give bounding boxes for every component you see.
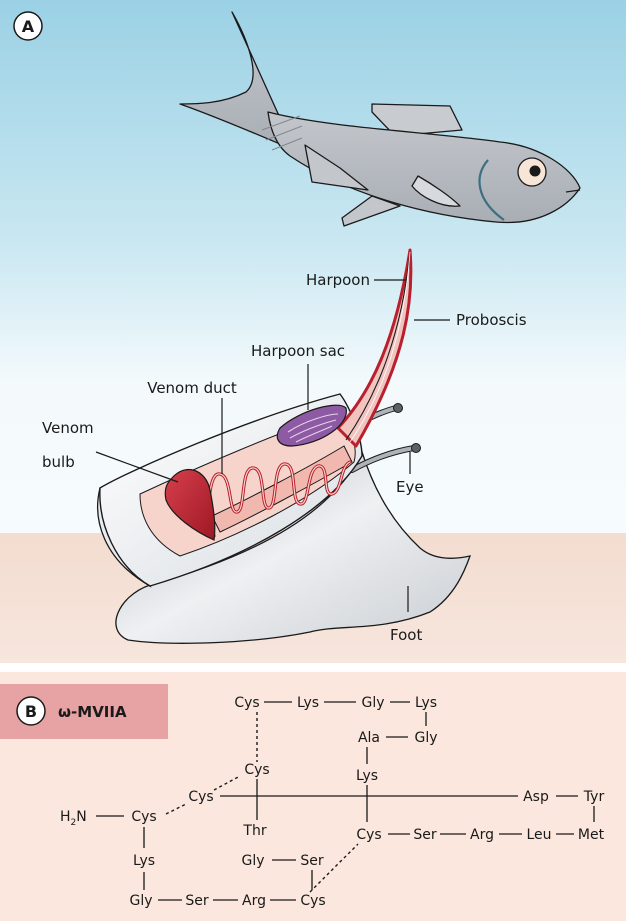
amino-acid-residues: Cys Lys Gly Lys Ala Gly Lys Cys Cys H2N …	[60, 695, 605, 909]
residue-cys-n: Cys	[131, 809, 156, 825]
venom-bulb-leader	[95, 451, 179, 483]
panel-b: B ω-MVIIA	[0, 672, 626, 921]
nterm-h: H	[60, 809, 71, 825]
residue-met: Met	[578, 827, 605, 843]
residue-gly-bottom: Gly	[129, 893, 152, 909]
proboscis	[336, 248, 413, 448]
panel-a: A	[0, 0, 626, 663]
residue-leu: Leu	[526, 827, 551, 843]
proboscis-label: Proboscis	[456, 311, 527, 329]
residue-ser-right: Ser	[413, 827, 437, 843]
harpoon-sac-label: Harpoon sac	[251, 342, 345, 360]
nterm-n: N	[76, 809, 86, 825]
residue-lys-left: Lys	[133, 853, 155, 869]
residue-asp: Asp	[523, 789, 549, 805]
fish-eye-icon	[517, 157, 547, 187]
nterm-subscript: 2	[71, 818, 77, 828]
cone-snail	[97, 248, 472, 644]
residue-lys-mid: Lys	[356, 768, 378, 784]
venom-bulb-label-2: bulb	[42, 453, 75, 471]
residue-cys-right: Cys	[356, 827, 381, 843]
venom-bulb	[164, 468, 216, 541]
panel-b-letter: B	[25, 702, 37, 721]
residue-cys-left: Cys	[188, 789, 213, 805]
fish	[179, 11, 581, 227]
residue-cys-mid: Cys	[244, 762, 269, 778]
n-terminus: H2N	[60, 809, 87, 828]
residue-lys-top: Lys	[297, 695, 319, 711]
panel-b-badge	[16, 696, 46, 726]
residue-lys-right: Lys	[415, 695, 437, 711]
peptide-title: ω-MVIIA	[58, 703, 127, 721]
venom-bulb-label-1: Venom	[42, 419, 94, 437]
residue-gly-c: Gly	[241, 853, 264, 869]
residue-ser-c: Ser	[300, 853, 324, 869]
foot-label: Foot	[390, 626, 422, 644]
residue-gly-top: Gly	[361, 695, 384, 711]
venom-duct-label: Venom duct	[147, 379, 237, 397]
panel-a-badge	[13, 11, 43, 41]
harpoon	[345, 251, 411, 441]
harpoon-label: Harpoon	[306, 271, 370, 289]
panel-a-letter: A	[22, 17, 35, 36]
eye-label: Eye	[396, 478, 424, 496]
residue-thr: Thr	[242, 823, 266, 839]
panel-divider	[0, 663, 626, 672]
residue-cys-1: Cys	[234, 695, 259, 711]
svg-text:H2N: H2N	[60, 809, 87, 828]
residue-ser-bottom: Ser	[185, 893, 209, 909]
residue-gly-mid: Gly	[414, 730, 437, 746]
disulfide-bonds	[165, 712, 518, 893]
residue-cys-bottom: Cys	[300, 893, 325, 909]
residue-arg-right: Arg	[470, 827, 494, 843]
harpoon-sac	[276, 404, 347, 447]
residue-arg-bottom: Arg	[242, 893, 266, 909]
residue-ala: Ala	[358, 730, 380, 746]
residue-tyr: Tyr	[583, 789, 605, 805]
peptide-backbone	[96, 701, 595, 901]
